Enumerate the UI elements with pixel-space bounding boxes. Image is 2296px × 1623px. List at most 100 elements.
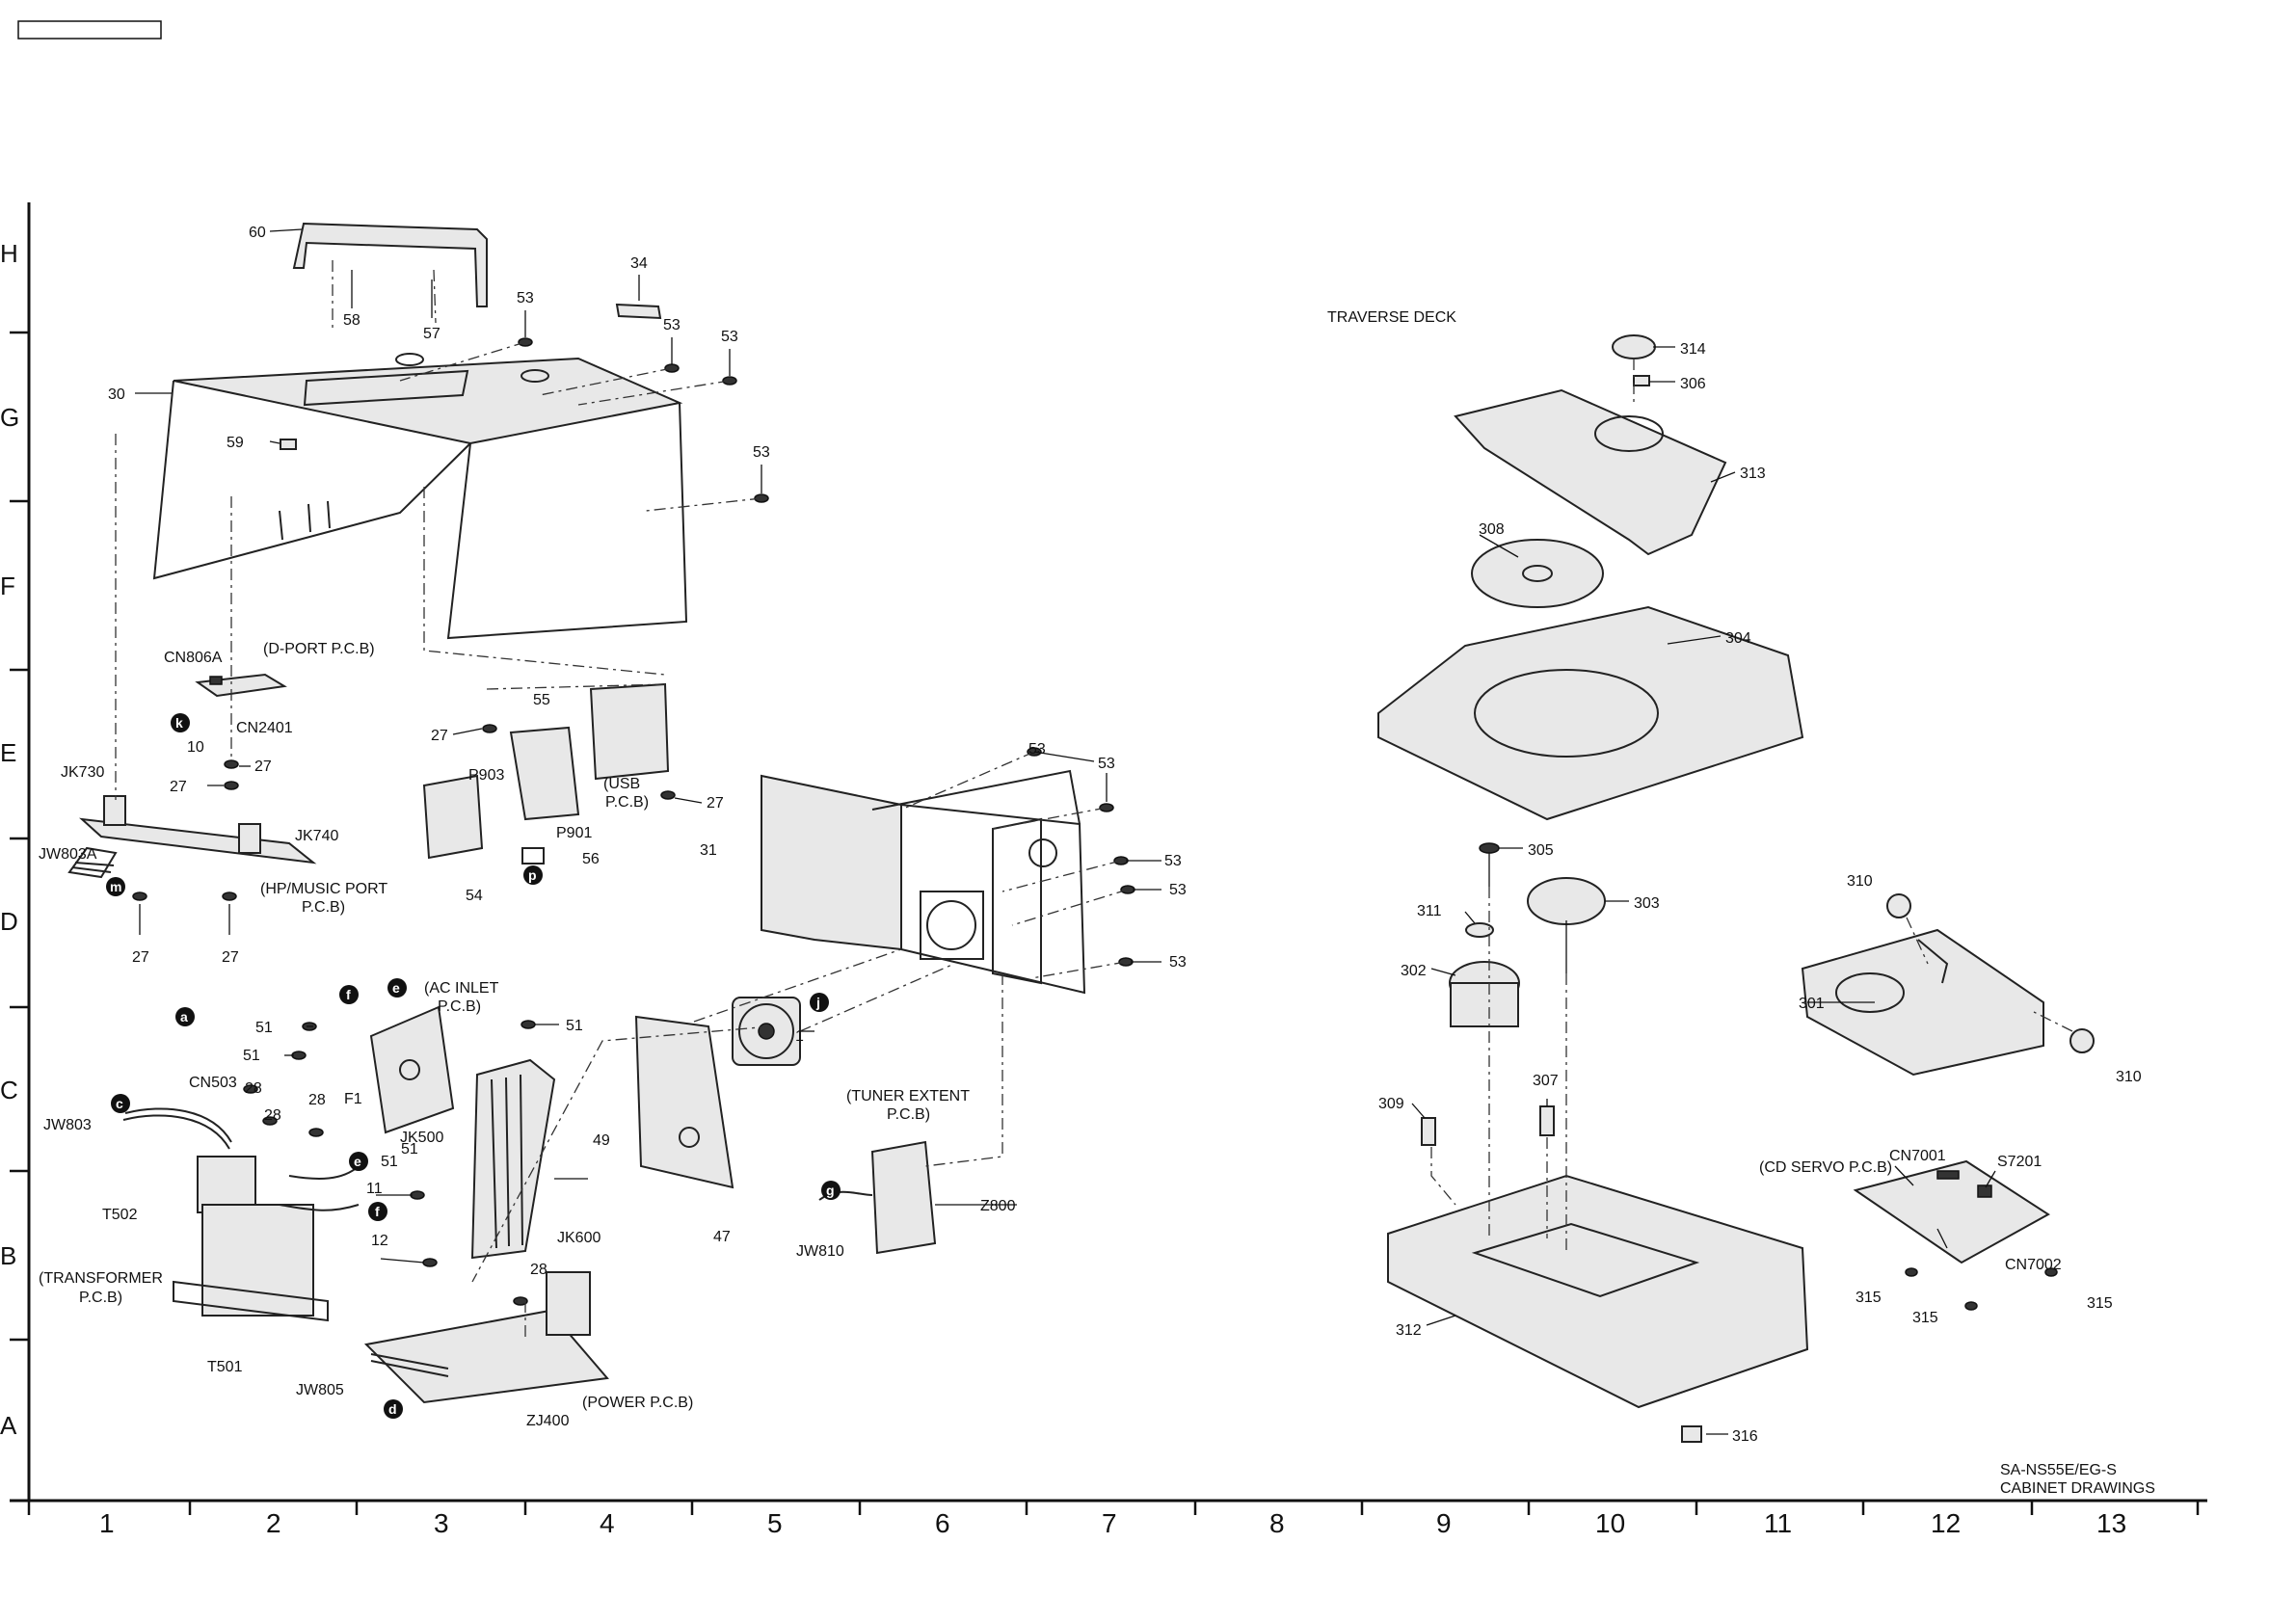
svg-text:j: j xyxy=(815,995,820,1010)
callout-label: 56 xyxy=(582,851,600,867)
title-box xyxy=(17,20,162,40)
callout-label: 53 xyxy=(1169,954,1187,971)
part-disc-308 xyxy=(1471,539,1604,608)
callout-label: 308 xyxy=(1479,521,1505,538)
part-callouts: 60 58 57 34 53 53 53 53 30 59 CN806A (D-… xyxy=(39,225,2142,1445)
callout-label: 59 xyxy=(227,435,244,451)
callout-label: 51 xyxy=(566,1018,583,1034)
alignment-lines xyxy=(115,260,2073,1340)
callout-label: 304 xyxy=(1725,630,1751,647)
callout-label: 315 xyxy=(2087,1295,2113,1312)
callout-label: JK740 xyxy=(295,828,338,844)
part-disc-tray-313 xyxy=(1454,388,1727,556)
callout-label: 307 xyxy=(1533,1073,1559,1089)
svg-text:e: e xyxy=(392,980,400,996)
callout-label: 53 xyxy=(663,317,681,333)
part-gear-302 xyxy=(1449,961,1520,1027)
connector-badge-f: f xyxy=(368,1202,387,1221)
callout-label: 53 xyxy=(1164,853,1182,869)
row-label: B xyxy=(0,1241,16,1270)
part-cushion-310b xyxy=(2069,1028,2095,1053)
part-clip xyxy=(280,439,297,450)
row-label: D xyxy=(0,907,18,936)
callout-label: 306 xyxy=(1680,376,1706,392)
callout-label: 10 xyxy=(187,739,204,756)
part-frame-312 xyxy=(1387,1174,1809,1409)
board-label: (D-PORT P.C.B) xyxy=(263,641,375,657)
svg-text:c: c xyxy=(116,1096,123,1111)
callout-label: T502 xyxy=(102,1207,138,1223)
board-label: (CD SERVO P.C.B) xyxy=(1759,1159,1892,1176)
column-label: 9 xyxy=(1436,1508,1452,1538)
svg-text:m: m xyxy=(110,879,121,894)
row-label: H xyxy=(0,239,18,268)
part-spring-307 xyxy=(1539,1105,1555,1136)
part-fan xyxy=(732,997,801,1066)
callout-label: ZJ400 xyxy=(526,1413,570,1429)
model-number: SA-NS55E/EG-S xyxy=(2000,1462,2117,1478)
svg-text:a: a xyxy=(180,1009,188,1024)
board-label: P.C.B) xyxy=(438,998,481,1015)
callout-label: P901 xyxy=(556,825,592,841)
row-labels: H G F E D C B A xyxy=(0,239,19,1440)
part-cushion-310a xyxy=(1886,893,1911,918)
connector-badge-c: c xyxy=(111,1094,130,1113)
callout-label: 312 xyxy=(1396,1322,1422,1339)
part-heatsink xyxy=(470,1058,556,1260)
callout-label: 53 xyxy=(1098,756,1115,772)
part-power-board xyxy=(363,1271,609,1404)
callout-label: 53 xyxy=(721,329,738,345)
callout-label: S7201 xyxy=(1997,1154,2042,1170)
callout-label: 51 xyxy=(401,1141,418,1157)
row-label: A xyxy=(0,1411,17,1440)
part-transformer-t501 xyxy=(173,1204,329,1322)
svg-text:f: f xyxy=(346,987,351,1002)
callout-label: Z800 xyxy=(980,1198,1016,1214)
row-label: F xyxy=(0,572,15,600)
callout-label: 53 xyxy=(1028,741,1046,758)
callout-label: 27 xyxy=(132,949,149,966)
callout-label: 27 xyxy=(222,949,239,966)
part-cd-servo-board xyxy=(1853,1159,2050,1264)
column-label: 10 xyxy=(1595,1508,1625,1538)
svg-text:f: f xyxy=(375,1204,380,1219)
board-label: (POWER P.C.B) xyxy=(582,1395,693,1411)
callout-label: 51 xyxy=(243,1048,260,1064)
column-label: 1 xyxy=(99,1508,115,1538)
connector-badge-g: g xyxy=(821,1181,841,1200)
callout-label: 309 xyxy=(1378,1096,1404,1112)
callout-label: JW803 xyxy=(43,1117,92,1133)
callout-label: 47 xyxy=(713,1229,731,1245)
callout-label: 53 xyxy=(753,444,770,461)
part-hpmusic-board xyxy=(67,795,317,879)
column-label: 3 xyxy=(434,1508,449,1538)
callout-label: 54 xyxy=(466,888,483,904)
grid-frame xyxy=(10,202,2207,1515)
callout-label: 313 xyxy=(1740,466,1766,482)
column-label: 8 xyxy=(1269,1508,1285,1538)
row-label: C xyxy=(0,1076,18,1104)
callout-label: 27 xyxy=(170,779,187,795)
part-ac-inlet-board xyxy=(369,1005,455,1134)
callout-label: 302 xyxy=(1401,963,1427,979)
board-label: P.C.B) xyxy=(605,794,649,811)
connector-badge-e: e xyxy=(349,1152,368,1171)
callout-label: 57 xyxy=(423,326,441,342)
part-spring-309 xyxy=(1421,1117,1436,1146)
part-gear-303 xyxy=(1527,877,1606,973)
callout-label: 314 xyxy=(1680,341,1706,358)
part-clamper-314 xyxy=(1612,334,1656,359)
connector-badge-a: a xyxy=(175,1007,195,1026)
svg-text:e: e xyxy=(354,1154,361,1169)
callout-label: 49 xyxy=(593,1132,610,1149)
column-label: 7 xyxy=(1102,1508,1117,1538)
callout-label: F1 xyxy=(344,1091,362,1107)
part-usb-assembly xyxy=(422,682,670,865)
callout-label: 12 xyxy=(371,1233,388,1249)
connector-badge-f: f xyxy=(339,985,359,1004)
callout-label: CN806A xyxy=(164,650,223,666)
callout-label: JW810 xyxy=(796,1243,844,1260)
column-label: 13 xyxy=(2096,1508,2126,1538)
part-wire-bundle xyxy=(122,1107,360,1211)
column-label: 6 xyxy=(935,1508,950,1538)
